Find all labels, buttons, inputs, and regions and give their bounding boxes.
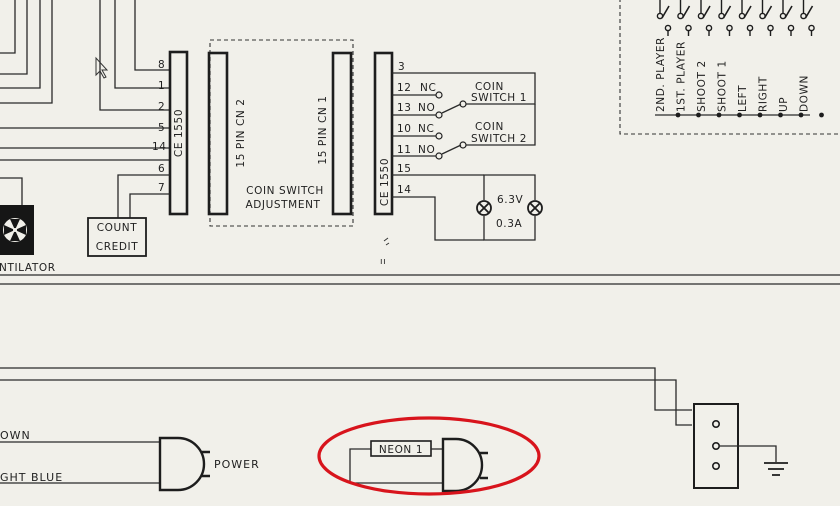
connector-right: CE 1550 3 12 13 10 11 15 14 NC NO NC NO bbox=[373, 51, 436, 216]
control-switch-icon bbox=[718, 0, 742, 118]
control-label: 2ND. PLAYER bbox=[655, 37, 667, 112]
cn1-label: 15 PIN CN 1 bbox=[317, 95, 329, 164]
coin-switch-1: COIN SWITCH 1 bbox=[435, 81, 527, 119]
lamp-icon bbox=[527, 200, 543, 216]
control-switch-icon bbox=[697, 0, 722, 118]
adjustment-line2: ADJUSTMENT bbox=[245, 199, 320, 211]
connector-right-label: CE 1550 bbox=[379, 158, 391, 206]
coin-switch-1-line1: COIN bbox=[475, 81, 504, 93]
count-credit-line1: COUNT bbox=[97, 222, 138, 234]
pin-label: 3 bbox=[398, 61, 405, 73]
ventilator: NTILATOR bbox=[0, 205, 56, 274]
coin-switch-1-line2: SWITCH 1 bbox=[471, 92, 527, 104]
adjustment-line1: COIN SWITCH bbox=[246, 185, 324, 197]
pin-label: 12 bbox=[397, 82, 412, 94]
small-mark: ıı bbox=[380, 257, 386, 267]
lamp-circuit: 6.3V 0.3A bbox=[476, 174, 543, 241]
lamp-icon bbox=[476, 200, 492, 216]
pin-label: 10 bbox=[397, 123, 412, 135]
neon-circuit: NEON 1 bbox=[349, 437, 488, 493]
contact-label: NC bbox=[418, 123, 434, 135]
power-plug-icon bbox=[158, 436, 210, 492]
pin-label: 6 bbox=[158, 163, 165, 175]
neon-label: NEON 1 bbox=[379, 444, 423, 456]
coin-switch-adjustment-frame bbox=[209, 39, 354, 227]
control-label: 1ST. PLAYER bbox=[676, 41, 688, 112]
lamp-current: 0.3A bbox=[496, 218, 522, 230]
neon-plug-icon bbox=[441, 437, 488, 493]
pin-label: 8 bbox=[158, 59, 165, 71]
control-switch-icon bbox=[800, 0, 824, 118]
cn2-label: 15 PIN CN 2 bbox=[235, 98, 247, 167]
coin-switch-2: COIN SWITCH 2 bbox=[435, 121, 527, 160]
control-label: SHOOT 2 bbox=[696, 60, 708, 112]
contact-label: NO bbox=[418, 102, 435, 114]
ventilator-label: NTILATOR bbox=[0, 262, 56, 274]
wire-brown-label: OWN bbox=[0, 429, 31, 442]
control-switch-icon bbox=[677, 0, 701, 118]
control-switch-icon bbox=[738, 0, 763, 118]
connector-left: CE 1550 8 1 2 5 14 6 7 bbox=[152, 50, 189, 216]
coin-switch-2-line1: COIN bbox=[475, 121, 504, 133]
pin-label: 5 bbox=[158, 122, 165, 134]
count-credit-line2: CREDIT bbox=[96, 241, 138, 253]
highlight-ellipse bbox=[317, 416, 541, 496]
control-switch-icon bbox=[759, 0, 783, 118]
pin-label: 11 bbox=[397, 144, 412, 156]
pin-label: 13 bbox=[397, 102, 412, 114]
power-label: POWER bbox=[214, 458, 260, 471]
lamp-voltage: 6.3V bbox=[497, 194, 523, 206]
connector-cn1: 15 PIN CN 1 bbox=[317, 51, 353, 216]
ground-icon bbox=[764, 462, 788, 476]
coin-switch-2-line2: SWITCH 2 bbox=[471, 133, 527, 145]
pin-label: 14 bbox=[152, 141, 167, 153]
contact-label: NC bbox=[420, 82, 436, 94]
pin-label: 1 bbox=[158, 80, 165, 92]
pin-label: 15 bbox=[397, 163, 412, 175]
wire-light-blue-label: GHT BLUE bbox=[0, 471, 63, 484]
control-switches: 2ND. PLAYER 1ST. PLAYER SHOOT 2 SHOOT 1 LEFT… bbox=[619, 0, 840, 135]
pin-label: 7 bbox=[158, 182, 165, 194]
control-label: RIGHT bbox=[758, 76, 770, 112]
pin-label: 2 bbox=[158, 101, 165, 113]
control-label: SHOOT 1 bbox=[717, 60, 729, 112]
connector-left-label: CE 1550 bbox=[173, 109, 185, 157]
control-switch-icon bbox=[779, 0, 804, 118]
control-label: LEFT bbox=[737, 85, 749, 112]
connector-cn2: 15 PIN CN 2 bbox=[207, 51, 247, 216]
wire-bundle-left bbox=[0, 0, 170, 205]
count-credit-box: COUNT CREDIT bbox=[87, 217, 147, 257]
control-switch-icon bbox=[656, 0, 681, 118]
pin-label: 14 bbox=[397, 184, 412, 196]
control-label: UP bbox=[778, 97, 790, 112]
cursor-arrow-icon bbox=[95, 56, 109, 79]
contact-label: NO bbox=[418, 144, 435, 156]
control-label: DOWN bbox=[799, 75, 811, 112]
fan-icon bbox=[3, 218, 27, 242]
